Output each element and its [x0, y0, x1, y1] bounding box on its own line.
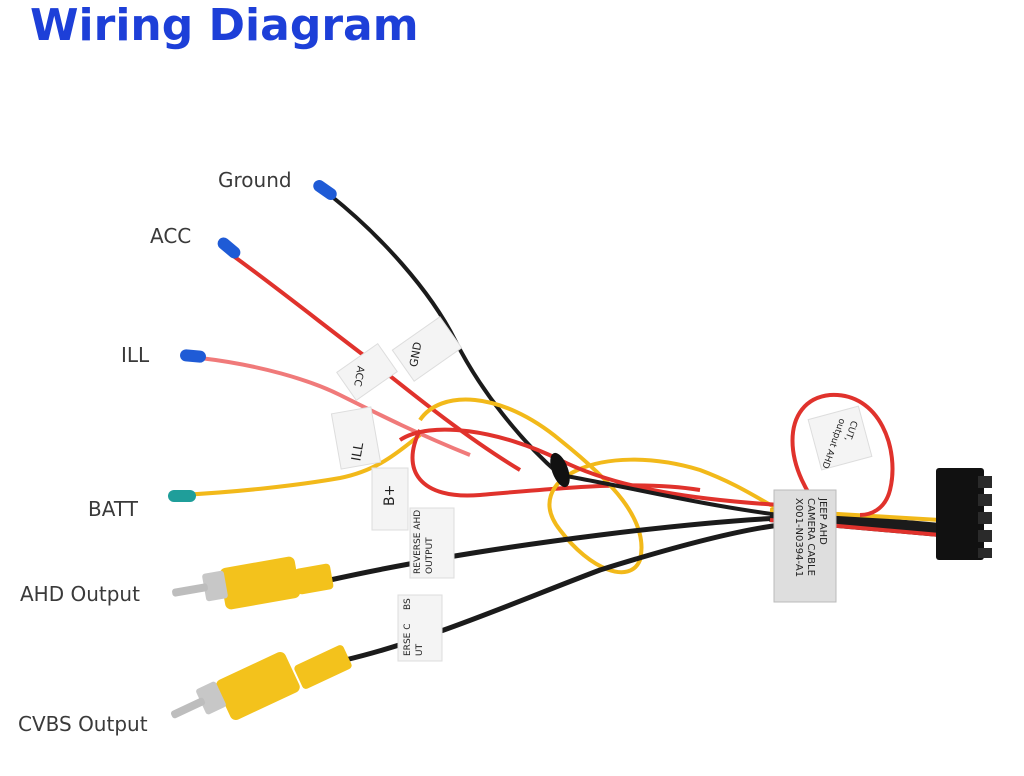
tag-reverse-cvbs: ERSE C BS UT — [397, 594, 443, 662]
tag-reverse-ahd-text-1: REVERSE AHD — [413, 510, 423, 574]
label-ahd-output: AHD Output — [20, 582, 140, 606]
tag-ill: ILL — [330, 406, 382, 470]
label-ill: ILL — [121, 343, 150, 367]
tag-reverse-ahd: REVERSE AHD OUTPUT — [409, 507, 455, 579]
label-cvbs-output: CVBS Output — [18, 712, 148, 736]
tag-batt: B+ — [371, 467, 409, 531]
tag-cable-text-2: CAMERA CABLE — [805, 498, 816, 576]
batt-wire — [179, 433, 422, 497]
label-batt: BATT — [88, 497, 138, 521]
cvbs-rca-connector — [170, 645, 352, 721]
page-title: Wiring Diagram — [30, 0, 419, 51]
tag-reverse-ahd-text-2: OUTPUT — [425, 537, 435, 574]
label-acc: ACC — [150, 224, 192, 248]
right-loop — [790, 392, 895, 522]
cable-tie — [550, 452, 570, 488]
ahd-rca-connector — [172, 556, 334, 610]
tag-acc: ACC — [336, 343, 398, 401]
tag-cable-text-1: JEEP AHD — [817, 497, 828, 545]
tag-ill-text: ILL — [349, 441, 367, 462]
batt-cap — [168, 490, 196, 502]
ahd-cable — [329, 515, 781, 583]
ill-wire — [199, 356, 471, 457]
harness-connector — [936, 468, 984, 560]
label-ground: Ground — [218, 168, 292, 192]
ill-cap — [180, 349, 206, 363]
tag-reverse-cvbs-text-1: ERSE C — [403, 624, 413, 656]
tag-reverse-cvbs-text-2: BS — [403, 598, 413, 610]
black-bundle — [559, 473, 781, 517]
tag-cable-text-3: X001-N0394-A1 — [793, 498, 804, 577]
tag-cable: JEEP AHD CAMERA CABLE X001-N0394-A1 — [773, 489, 837, 603]
tag-reverse-cvbs-text-3: UT — [415, 643, 425, 656]
red-loop — [410, 429, 701, 498]
acc-cap — [217, 237, 241, 259]
tag-acc-text: ACC — [351, 365, 365, 387]
ground-cap — [313, 179, 337, 201]
tag-loop: CUT, output AHD — [807, 405, 873, 471]
tag-batt-text: B+ — [382, 485, 398, 506]
tag-gnd-text: GND — [407, 341, 424, 368]
tag-gnd: GND — [391, 316, 463, 382]
